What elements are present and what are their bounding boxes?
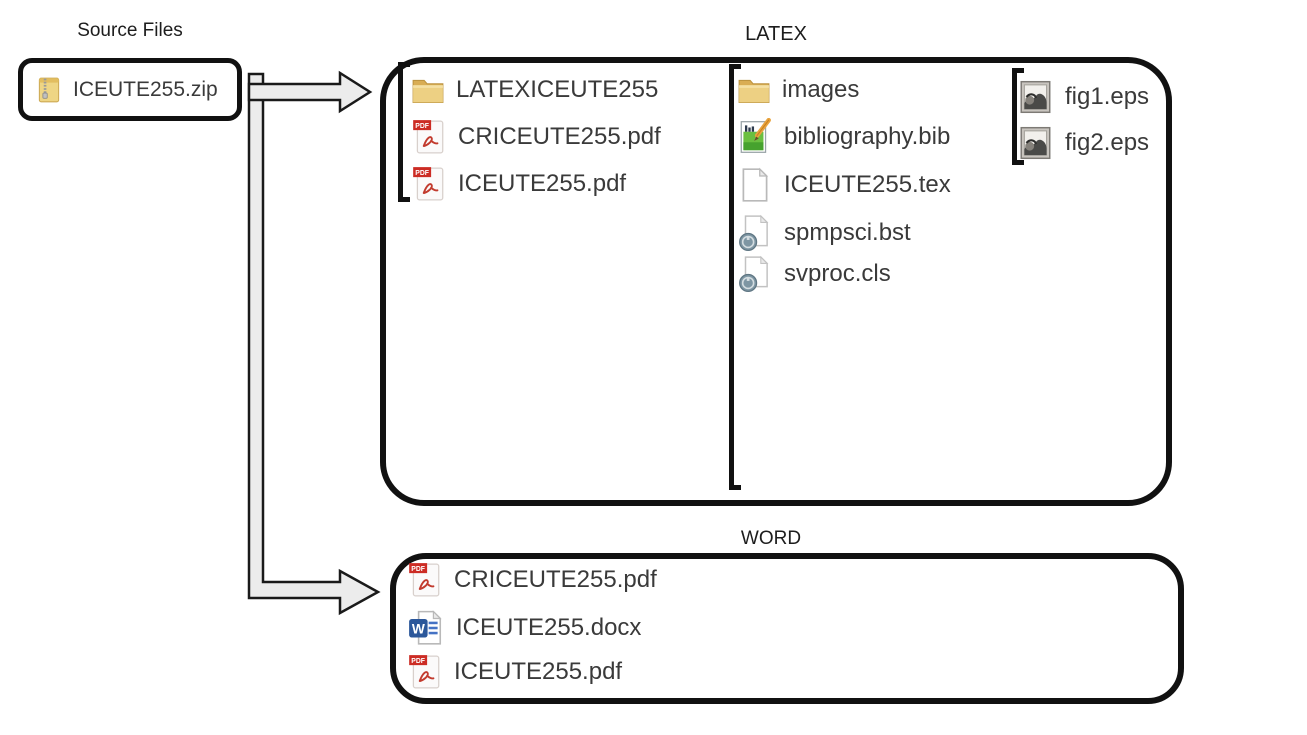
file-iceute255-docx: ICEUTE255.docx: [407, 608, 641, 648]
pdf-icon: [407, 561, 443, 599]
file-spmpsci-bst: spmpsci.bst: [737, 213, 911, 253]
file-name: ICEUTE255.pdf: [458, 170, 627, 197]
file-name: LATEXICEUTE255: [456, 76, 659, 103]
file-svproc-cls: svproc.cls: [737, 254, 891, 294]
arrow-zip-to-latex: [247, 70, 373, 114]
zip-file-name: ICEUTE255.zip: [73, 77, 218, 101]
file-name: fig2.eps: [1065, 129, 1150, 156]
bracket-latex-folder-contents: [729, 64, 741, 490]
word-doc-icon: [407, 609, 445, 647]
eps-image-icon: [1018, 124, 1054, 162]
eps-image-icon: [1018, 78, 1054, 116]
file-name: spmpsci.bst: [784, 219, 911, 246]
latex-section-label: LATEX: [745, 23, 807, 45]
folder-icon: [411, 73, 445, 107]
bracket-latex-root: [398, 62, 410, 202]
source-files-label: Source Files: [77, 20, 183, 41]
file-name: CRICEUTE255.pdf: [458, 123, 661, 150]
word-section-label: WORD: [740, 528, 802, 549]
file-name: CRICEUTE255.pdf: [454, 566, 657, 593]
file-fig1-eps: fig1.eps: [1018, 77, 1149, 117]
word-package-box: [390, 553, 1184, 704]
file-name: svproc.cls: [784, 260, 891, 287]
folder-icon: [737, 73, 771, 107]
file-bibliography-bib: bibliography.bib: [737, 117, 950, 157]
source-zip-box: ICEUTE255.zip: [18, 58, 242, 121]
bracket-images-contents: [1012, 68, 1024, 165]
file-name: images: [782, 76, 860, 103]
file-iceute255-pdf-latex: ICEUTE255.pdf: [411, 164, 626, 204]
zip-folder-icon: [35, 74, 63, 106]
file-fig2-eps: fig2.eps: [1018, 123, 1149, 163]
file-name: ICEUTE255.docx: [456, 614, 642, 641]
file-criceute255-pdf-word: CRICEUTE255.pdf: [407, 560, 657, 600]
pdf-icon: [411, 118, 447, 156]
pdf-icon: [411, 165, 447, 203]
pdf-icon: [407, 653, 443, 691]
file-name: bibliography.bib: [784, 123, 951, 150]
file-iceute255-pdf-word: ICEUTE255.pdf: [407, 652, 622, 692]
file-latexiceute255-folder: LATEXICEUTE255: [411, 70, 658, 110]
tex-doc-icon: [737, 166, 773, 204]
file-criceute255-pdf-latex: CRICEUTE255.pdf: [411, 117, 661, 157]
file-name: fig1.eps: [1065, 83, 1150, 110]
file-iceute255-tex: ICEUTE255.tex: [737, 165, 951, 205]
file-name: ICEUTE255.tex: [784, 171, 951, 198]
system-file-icon: [737, 255, 773, 293]
file-name: ICEUTE255.pdf: [454, 658, 623, 685]
system-file-icon: [737, 214, 773, 252]
arrow-zip-to-word: [247, 72, 381, 616]
folder-images: images: [737, 70, 859, 110]
bib-icon: [737, 118, 773, 156]
